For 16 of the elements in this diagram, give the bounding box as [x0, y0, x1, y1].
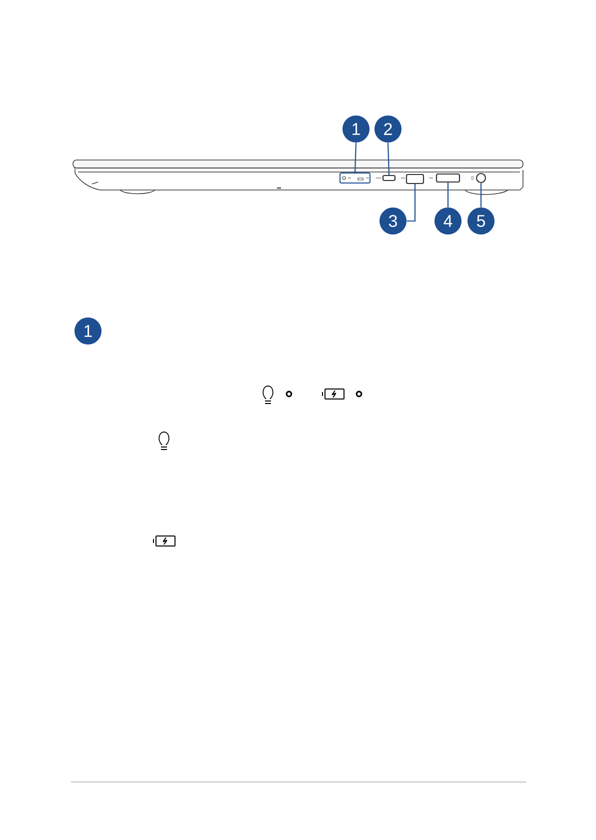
callout-number: 3 — [380, 208, 406, 234]
port — [436, 173, 460, 183]
callout-number: 4 — [434, 208, 462, 234]
leader-line — [354, 142, 357, 173]
leader-line — [480, 183, 482, 208]
leader-line — [447, 182, 449, 208]
port — [340, 172, 370, 184]
power-jack — [476, 172, 486, 184]
callout-number: 5 — [468, 208, 494, 234]
port — [406, 174, 424, 184]
leader-line — [387, 142, 390, 175]
callout-number: 1 — [74, 318, 102, 344]
leader-line — [406, 184, 416, 222]
callout-number: 2 — [374, 116, 402, 142]
callout-number: 1 — [342, 116, 370, 142]
port — [382, 174, 396, 182]
